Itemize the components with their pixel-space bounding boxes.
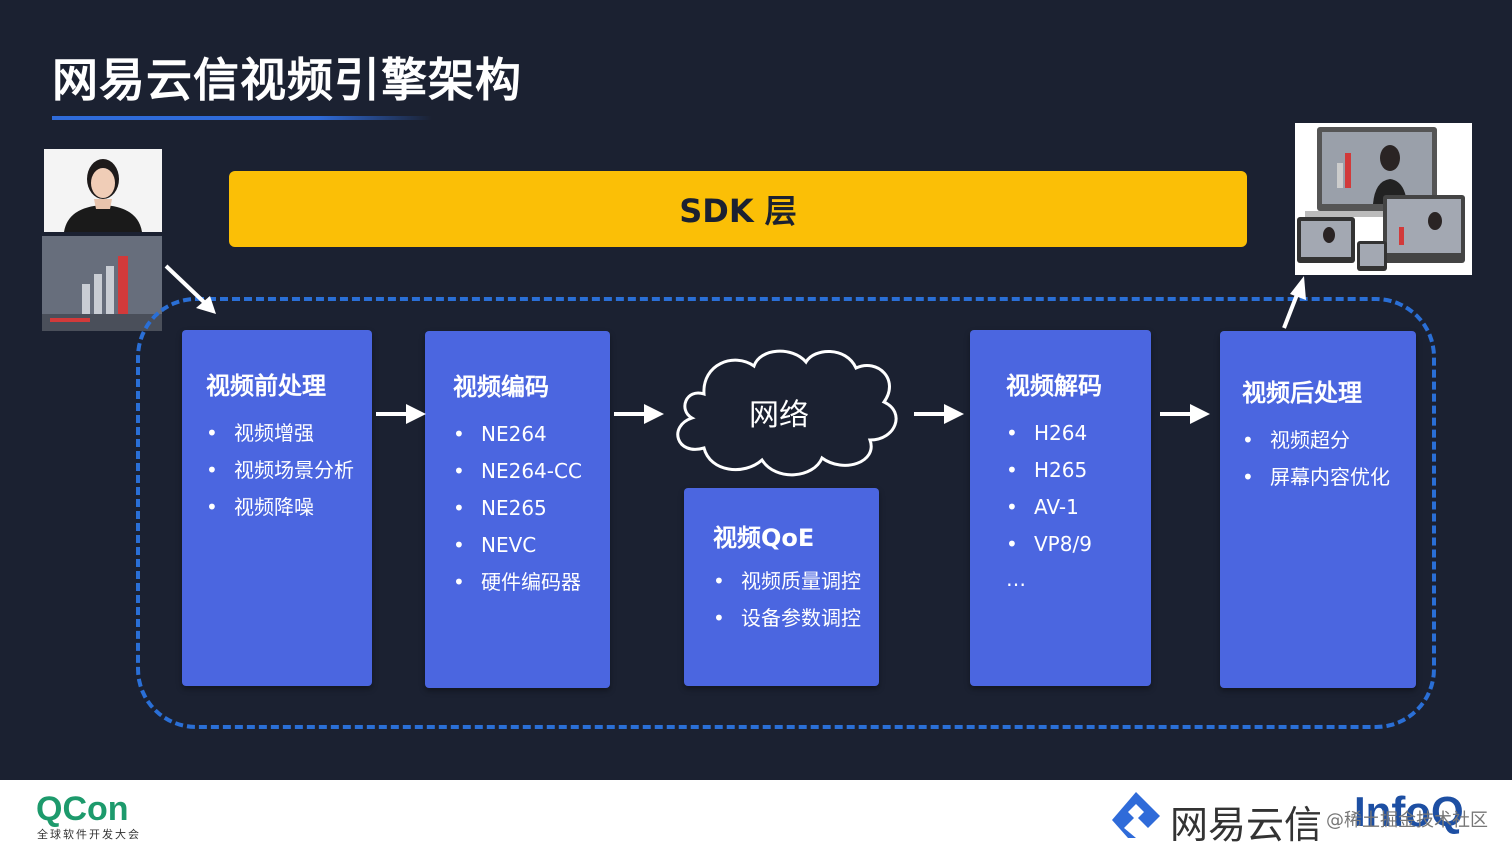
list-item: •AV-1 xyxy=(1006,489,1151,526)
chart-video-thumbnail xyxy=(42,236,162,331)
presenter-photo xyxy=(44,149,162,232)
list-item: •VP8/9 xyxy=(1006,526,1151,563)
box-title: 视频QoE xyxy=(713,524,815,552)
arrow-right-icon xyxy=(376,404,426,424)
input-arrow-icon xyxy=(164,264,216,314)
video-encoding-box: 视频编码 •NE264 •NE264-CC •NE265 •NEVC •硬件编码… xyxy=(425,331,610,688)
bullet: • xyxy=(1006,458,1018,482)
bullet: • xyxy=(1006,532,1018,556)
title-underline xyxy=(52,116,432,120)
bullet: • xyxy=(206,421,218,445)
page-title: 网易云信视频引擎架构 xyxy=(52,53,522,107)
list-item: •屏幕内容优化 xyxy=(1242,459,1416,496)
bullet: • xyxy=(1006,421,1018,445)
infoq-logo: InfoQ xyxy=(1354,788,1464,835)
output-arrow-icon xyxy=(1282,276,1306,329)
bullet: • xyxy=(1006,495,1018,519)
network-cloud: 网络 xyxy=(664,344,910,482)
bullet: • xyxy=(206,458,218,482)
arrow-right-icon xyxy=(1160,404,1210,424)
bullet: • xyxy=(453,533,465,557)
item-list: •视频超分 •屏幕内容优化 xyxy=(1242,422,1416,496)
qcon-logo: QCon xyxy=(36,790,129,828)
network-label: 网络 xyxy=(749,398,809,433)
list-item: •视频场景分析 xyxy=(206,452,372,489)
video-decoding-box: 视频解码 •H264 •H265 •AV-1 •VP8/9 … xyxy=(970,330,1151,686)
footer-bar xyxy=(0,780,1512,851)
item-list: •H264 •H265 •AV-1 •VP8/9 xyxy=(1006,415,1151,563)
item-list: •视频质量调控 •设备参数调控 xyxy=(713,563,879,637)
bullet: • xyxy=(713,569,725,593)
more-ellipsis: … xyxy=(1006,567,1026,591)
list-item: •NE264-CC xyxy=(453,453,610,490)
box-title: 视频编码 xyxy=(453,373,549,401)
bullet: • xyxy=(453,570,465,594)
box-title: 视频前处理 xyxy=(206,372,326,400)
list-item: •NE265 xyxy=(453,490,610,527)
list-item: •H265 xyxy=(1006,452,1151,489)
bullet: • xyxy=(453,496,465,520)
list-item: •视频降噪 xyxy=(206,489,372,526)
list-item: •视频增强 xyxy=(206,415,372,452)
list-item: •NE264 xyxy=(453,416,610,453)
box-title: 视频解码 xyxy=(1006,372,1102,400)
video-preprocessing-box: 视频前处理 •视频增强 •视频场景分析 •视频降噪 xyxy=(182,330,372,686)
list-item: •NEVC xyxy=(453,527,610,564)
engine-dashed-frame xyxy=(136,297,1436,729)
video-postprocessing-box: 视频后处理 •视频超分 •屏幕内容优化 xyxy=(1220,331,1416,688)
cloud-icon xyxy=(676,349,898,477)
bullet: • xyxy=(1242,428,1254,452)
bullet: • xyxy=(453,459,465,483)
video-qoe-box: 视频QoE •视频质量调控 •设备参数调控 xyxy=(684,488,879,686)
devices-output-image xyxy=(1295,123,1472,275)
list-item: •设备参数调控 xyxy=(713,600,879,637)
list-item: •硬件编码器 xyxy=(453,564,610,601)
arrow-right-icon xyxy=(614,404,664,424)
box-title: 视频后处理 xyxy=(1242,379,1362,407)
bullet: • xyxy=(453,422,465,446)
list-item: •H264 xyxy=(1006,415,1151,452)
bullet: • xyxy=(713,606,725,630)
slide: 网易云信视频引擎架构 xyxy=(42,53,1472,729)
qcon-subtitle: 全球软件开发大会 xyxy=(37,828,141,841)
netease-yunxin-text: 网易云信 xyxy=(1170,803,1323,847)
item-list: •视频增强 •视频场景分析 •视频降噪 xyxy=(206,415,372,526)
arrow-right-icon xyxy=(914,404,964,424)
sdk-layer-bar: SDK 层 xyxy=(229,171,1247,247)
watermark-text: @稀土掘金技术社区 xyxy=(1326,810,1488,831)
item-list: •NE264 •NE264-CC •NE265 •NEVC •硬件编码器 xyxy=(453,416,610,601)
netease-yunxin-logo-icon xyxy=(1112,792,1160,838)
list-item: •视频超分 xyxy=(1242,422,1416,459)
bullet: • xyxy=(1242,465,1254,489)
list-item: •视频质量调控 xyxy=(713,563,879,600)
bullet: • xyxy=(206,495,218,519)
